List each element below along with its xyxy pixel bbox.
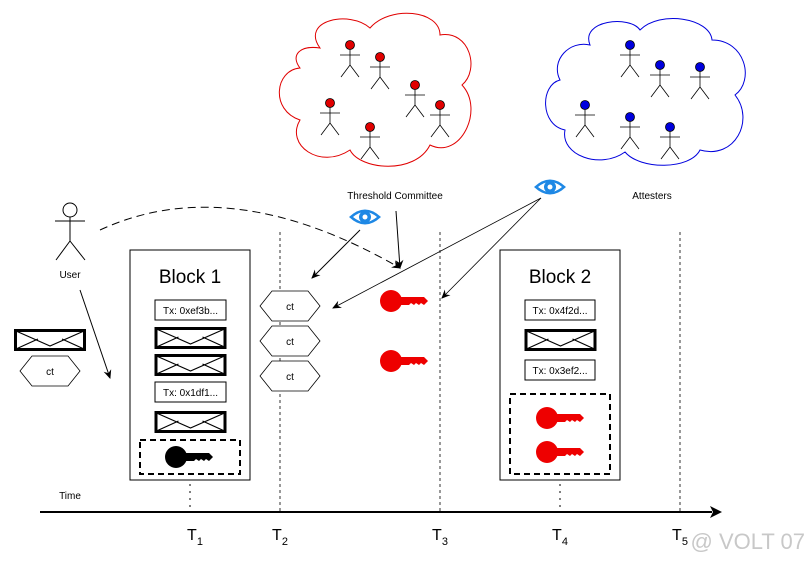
- time-label: Time: [59, 491, 81, 502]
- ct-label: ct: [286, 372, 294, 383]
- tx-label: Tx: 0x4f2d...: [532, 306, 587, 317]
- user-label: User: [59, 270, 81, 281]
- ct-label: ct: [46, 367, 54, 378]
- envelope-icon: [154, 411, 227, 433]
- key-icon: [380, 290, 428, 312]
- ct-hexagon: [259, 325, 321, 357]
- attesters-key-arrow: [441, 197, 542, 299]
- ct-label: ct: [286, 337, 294, 348]
- time-tick-label: T2: [272, 527, 288, 548]
- ct-hexagon: [19, 355, 81, 387]
- person-icon: [405, 80, 425, 118]
- ct-hexagon: [259, 360, 321, 392]
- threshold-committee-label: Threshold Committee: [347, 191, 443, 202]
- timeline-arrowhead: [710, 506, 722, 518]
- ct-label: ct: [286, 302, 294, 313]
- block-1-title: Block 1: [159, 267, 221, 288]
- person-icon: [320, 98, 340, 136]
- user-person-icon: [55, 202, 86, 261]
- tx-label: Tx: 0x1df1...: [163, 388, 218, 399]
- person-icon: [650, 60, 670, 98]
- person-icon: [620, 112, 640, 150]
- envelope-icon: [154, 354, 227, 376]
- envelope-icon: [154, 327, 227, 349]
- envelope-icon: [14, 329, 86, 351]
- person-icon: [340, 40, 360, 78]
- tx-box: [524, 299, 596, 321]
- tx-box: [524, 359, 596, 381]
- tx-label: Tx: 0xef3b...: [163, 306, 218, 317]
- key-container: [139, 439, 241, 475]
- time-tick-label: T5: [672, 527, 688, 548]
- person-icon: [660, 122, 680, 160]
- attesters-ct-arrow: [332, 197, 542, 309]
- watermark: @ VOLT 07: [691, 529, 805, 554]
- key-container: [509, 393, 611, 475]
- time-tick-label: T4: [552, 527, 568, 548]
- committee-key-arrow: [395, 210, 404, 269]
- eye-icon: [349, 209, 381, 225]
- threshold-committee-cloud: [278, 12, 472, 167]
- attesters-cloud: [545, 18, 746, 166]
- person-icon: [360, 122, 380, 160]
- tx-box: [154, 381, 227, 403]
- attesters-label: Attesters: [632, 191, 671, 202]
- person-icon: [690, 62, 710, 100]
- committee-eye-arrow: [311, 229, 361, 279]
- person-icon: [370, 52, 390, 90]
- block-2-title: Block 2: [529, 267, 591, 288]
- person-icon: [430, 100, 450, 138]
- person-icon: [620, 40, 640, 78]
- tx-label: Tx: 0x3ef2...: [532, 366, 587, 377]
- time-tick-label: T3: [432, 527, 448, 548]
- eye-icon: [534, 179, 566, 195]
- envelope-icon: [524, 329, 597, 351]
- time-tick-label: T1: [187, 527, 203, 548]
- ct-hexagon: [259, 290, 321, 322]
- tx-box: [154, 299, 227, 321]
- key-icon: [380, 350, 428, 372]
- user-to-committee-dashed-arrow: [99, 206, 401, 269]
- person-icon: [575, 100, 595, 138]
- user-submit-arrow: [79, 289, 112, 379]
